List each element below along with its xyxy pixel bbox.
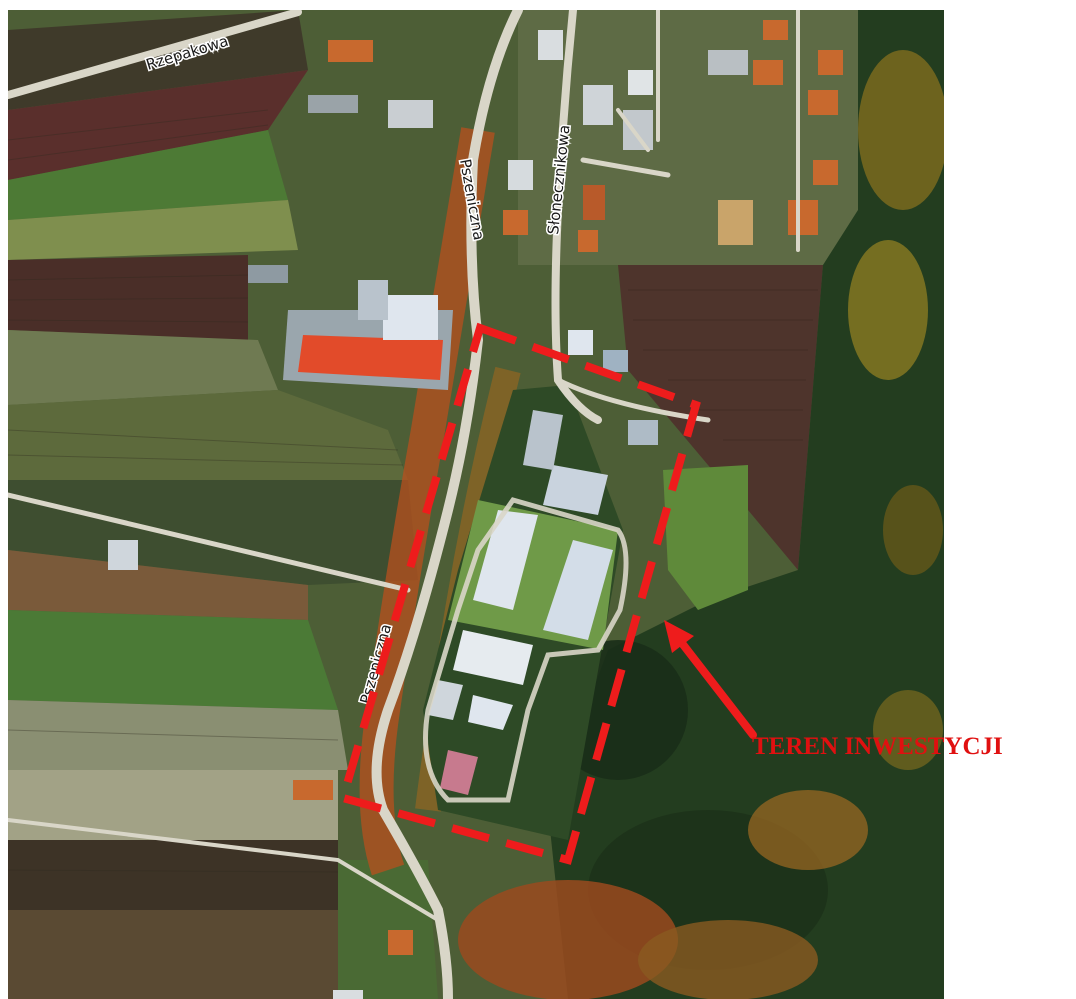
road-east-branch: [555, 377, 711, 423]
houses: [108, 20, 843, 999]
road-residential: [616, 10, 800, 252]
compound-buildings: [428, 410, 613, 795]
fields-west: [8, 10, 438, 999]
field-rows: [8, 109, 404, 873]
road-west-lower: [8, 818, 440, 922]
annotation-arrow: [664, 620, 757, 739]
road-slonecznikowa: [551, 10, 602, 424]
road-north-east: [580, 157, 671, 178]
compound-road: [423, 497, 629, 803]
plowed-rows: [628, 289, 818, 441]
investment-boundary: [338, 322, 701, 865]
road-pszeniczna: [371, 10, 523, 999]
meadow: [663, 465, 748, 610]
road-west-upper: [8, 492, 411, 593]
roads: [8, 10, 800, 999]
industrial-buildings: [248, 265, 453, 390]
aerial-map: Rzepakowa Pszeniczna Słonecznikowa Pszen…: [8, 10, 944, 999]
road-rzepakowa: [8, 10, 302, 99]
plowed-field-east: [618, 265, 823, 570]
annotation-label: TEREN INWESTYCJI: [752, 733, 1003, 760]
